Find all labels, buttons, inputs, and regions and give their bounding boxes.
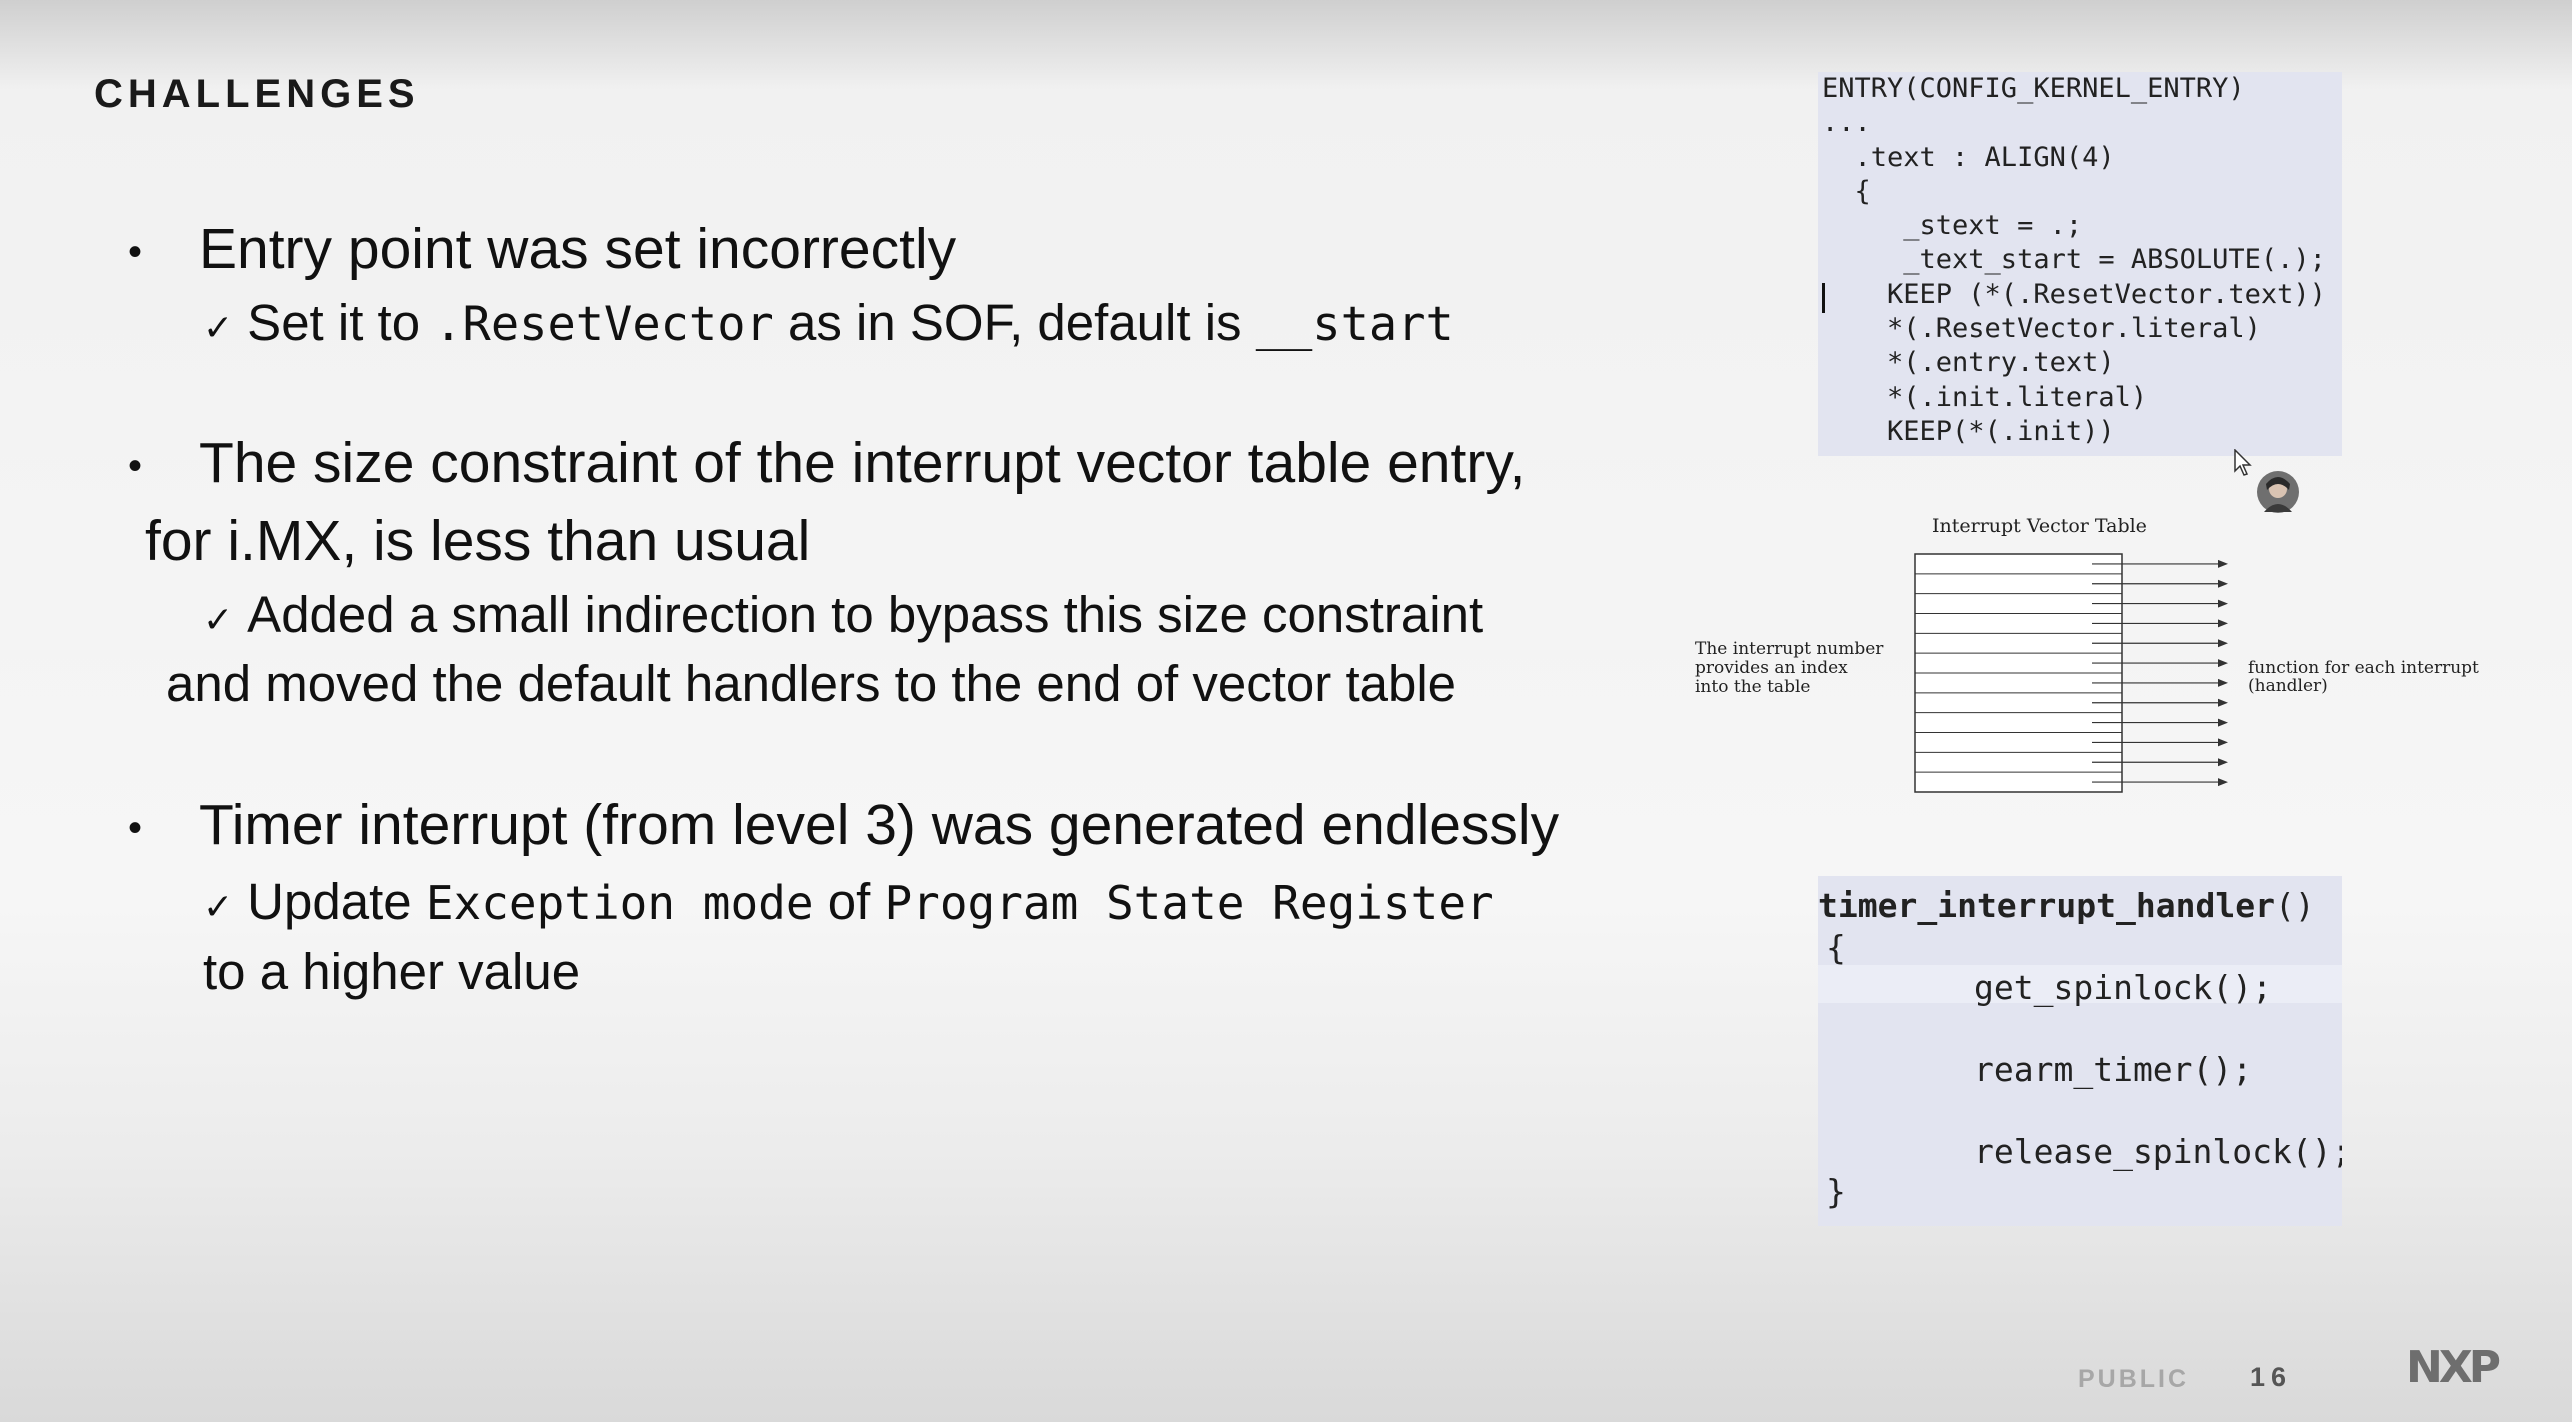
diagram-left-label-line: into the table [1695, 677, 1810, 697]
code-line: *(.ResetVector.literal) [1822, 313, 2261, 345]
function-name: timer_interrupt_handler [1818, 886, 2275, 925]
text-cursor [1822, 283, 1825, 313]
arrow-head-icon [2218, 559, 2228, 568]
diagram-right-label-line: (handler) [2248, 676, 2328, 696]
vector-table-rows [1915, 559, 2228, 787]
arrow-head-icon [2218, 599, 2228, 608]
checkmark-icon: ✓ [203, 307, 234, 348]
nxp-logo: NXP [2406, 1342, 2504, 1390]
code-line: ENTRY(CONFIG_KERNEL_ENTRY) [1822, 73, 2245, 104]
code-line: release_spinlock(); [1974, 1132, 2342, 1171]
subpoint-text: Added a small indirection to bypass this… [247, 586, 1484, 643]
code-line: KEEP (*(.ResetVector.text)) [1822, 278, 2326, 310]
bullet-2-subpoint-1: ✓ Added a small indirection to bypass thi… [203, 585, 1483, 644]
arrow-head-icon [2218, 659, 2228, 668]
slide-title: CHALLENGES [94, 72, 420, 116]
classification-label: PUBLIC [2078, 1365, 2190, 1393]
inline-code: .ResetVector [434, 297, 774, 352]
arrow-head-icon [2218, 619, 2228, 628]
diagram-left-label-line: provides an index [1695, 658, 1848, 678]
bullet-2-line-1: The size constraint of the interrupt vec… [199, 431, 1526, 495]
arrow-head-icon [2218, 639, 2228, 648]
code-line-highlight [1818, 965, 2342, 1003]
subpoint-text: as in SOF, default is [788, 294, 1242, 351]
checkmark-icon: ✓ [203, 886, 234, 927]
bullet-dot-2: • [128, 444, 143, 488]
bullet-3-subpoint-line-2: to a higher value [203, 943, 581, 1000]
code-line: _text_start = ABSOLUTE(.); [1822, 244, 2326, 276]
code-line: _stext = .; [1822, 210, 2083, 242]
arrow-head-icon [2218, 778, 2228, 787]
page-number: 16 [2250, 1362, 2293, 1392]
diagram-right-label-line: function for each interrupt [2248, 658, 2479, 678]
function-parens: () [2274, 886, 2315, 925]
avatar [2257, 471, 2299, 513]
arrow-head-icon [2218, 678, 2228, 687]
arrow-head-icon [2218, 579, 2228, 588]
code-line: { [1826, 928, 1846, 967]
inline-code: Exception mode [425, 876, 814, 930]
code-line: *(.init.literal) [1822, 381, 2148, 413]
code-line: .text : ALIGN(4) [1822, 141, 2115, 173]
code-line: ... [1822, 107, 1871, 139]
subpoint-text: Set it to [247, 294, 421, 351]
interrupt-vector-table-diagram: Interrupt Vector Table The interrupt num… [1695, 515, 2479, 793]
linker-script-code: ENTRY(CONFIG_KERNEL_ENTRY) ... .text : A… [1818, 72, 2342, 456]
bullet-1-text: Entry point was set incorrectly [199, 217, 957, 281]
logo-text: NXP [2406, 1342, 2500, 1390]
bullet-dot-1: • [128, 230, 143, 274]
diagram-left-label-line: The interrupt number [1695, 639, 1884, 659]
arrow-head-icon [2218, 738, 2228, 747]
inline-code: Program State Register [884, 876, 1494, 930]
mouse-pointer-icon [2234, 449, 2252, 476]
arrow-head-icon [2218, 758, 2228, 767]
subpoint-text: of [827, 873, 871, 930]
inline-code: __start [1255, 297, 1454, 352]
bullet-dot-3: • [128, 806, 143, 850]
bullet-2-subpoint-2: and moved the default handlers to the en… [166, 655, 1457, 712]
bullet-1-subpoint: ✓ Set it to .ResetVector as in SOF, defau… [203, 293, 1454, 352]
code-line: KEEP(*(.init)) [1822, 415, 2115, 447]
bullet-2-line-2: for i.MX, is less than usual [145, 509, 811, 573]
bullet-3-subpoint: ✓ Update Exception mode of Program State … [203, 872, 1494, 931]
code-line: { [1822, 175, 1871, 207]
arrow-head-icon [2218, 718, 2228, 727]
code-line: } [1826, 1172, 1846, 1211]
code-line: rearm_timer(); [1974, 1050, 2253, 1089]
arrow-head-icon [2218, 698, 2228, 707]
handler-code: timer_interrupt_handler() { get_spinlock… [1818, 876, 2342, 1226]
code-line: *(.entry.text) [1822, 347, 2115, 379]
diagram-title: Interrupt Vector Table [1932, 515, 2147, 537]
subpoint-text: Update [247, 873, 412, 930]
checkmark-icon: ✓ [203, 599, 234, 640]
bullet-3-text: Timer interrupt (from level 3) was gener… [199, 793, 1560, 857]
code-line: get_spinlock(); [1974, 968, 2273, 1007]
